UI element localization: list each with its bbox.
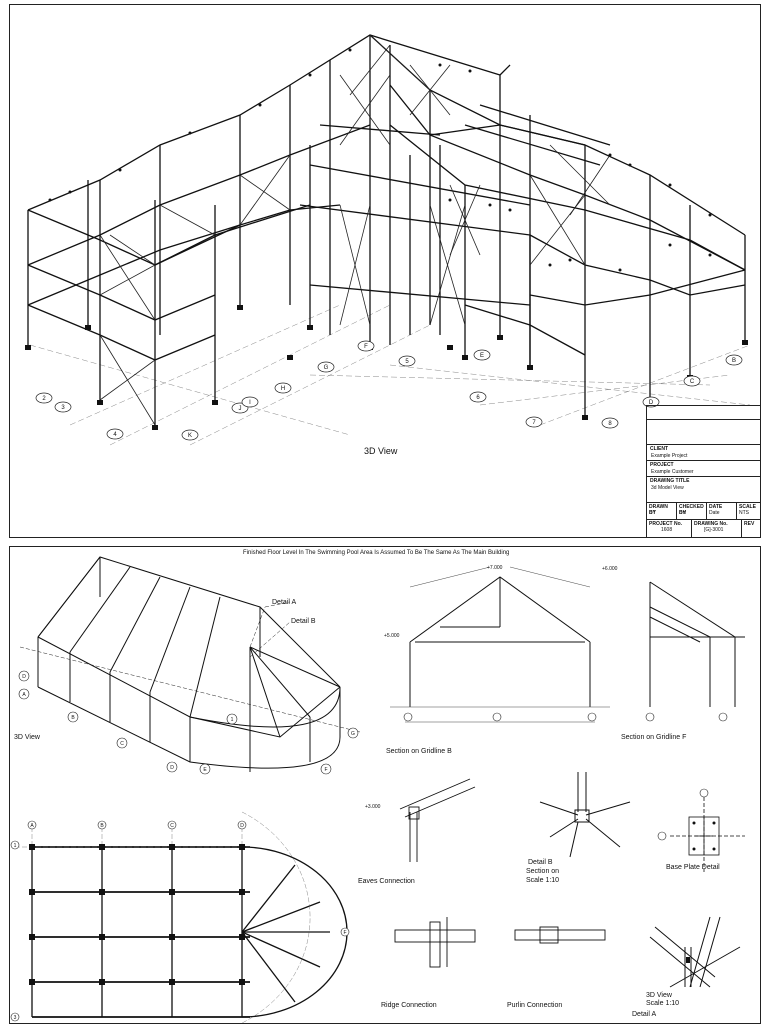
- grid-label: A: [22, 692, 26, 698]
- grid-label: 2: [42, 396, 46, 402]
- steel-frame-3d-drawing: 2 3 4 K J I H G F 5 E 6 7 8 D C B: [25, 34, 751, 446]
- grid-label: 1: [14, 843, 17, 849]
- section-f-title: Section on Gridline F: [621, 734, 687, 741]
- section-b-title: Section on Gridline B: [386, 748, 452, 755]
- grid-label: 1: [231, 717, 234, 723]
- level-marker: +7.000: [487, 565, 503, 571]
- view-3d-detail-scale: Scale 1:10: [646, 1000, 680, 1007]
- grid-label: K: [188, 433, 192, 439]
- grid-label: E: [203, 767, 207, 773]
- grid-label: H: [281, 386, 285, 392]
- sheet-note: Finished Floor Level In The Swimming Poo…: [243, 550, 510, 556]
- grid-bubble-2: [35, 392, 53, 404]
- callout-detail-b: Detail B: [291, 618, 316, 625]
- tb-drawn-by: DT: [649, 510, 656, 516]
- tb-date: Date: [709, 510, 720, 516]
- grid-label: D: [22, 674, 26, 680]
- view-label-3d: 3D View: [364, 446, 398, 456]
- level-marker: +5.000: [384, 633, 400, 639]
- grid-label: 8: [608, 421, 612, 427]
- tb-scale: NTS: [739, 510, 749, 516]
- purlin-connection-title: Purlin Connection: [507, 1002, 563, 1009]
- level-marker: +6.000: [602, 566, 618, 572]
- grid-label: A: [30, 823, 34, 829]
- grid-label: C: [170, 823, 174, 829]
- grid-label: F: [324, 767, 327, 773]
- grid-label: 4: [113, 432, 117, 438]
- grid-label: 6: [476, 395, 480, 401]
- detail-a-title: Detail A: [632, 1011, 657, 1018]
- tb-client-label: CLIENT: [650, 446, 669, 452]
- eaves-connection-title: Eaves Connection: [358, 878, 415, 885]
- tb-checked-by-label: CHECKED BY: [679, 504, 704, 516]
- grid-label: D: [649, 400, 654, 406]
- detail-b-scale: Scale 1:10: [526, 877, 560, 884]
- grid-label: E: [480, 353, 484, 359]
- tb-rev-label: REV: [744, 521, 755, 527]
- pool-roof-detail-drawings: D A B C D E F G 1: [10, 556, 745, 1023]
- tb-title-label: DRAWING TITLE: [650, 478, 690, 484]
- grid-label: B: [100, 823, 104, 829]
- grid-label: I: [249, 400, 251, 406]
- grid-label: D: [240, 823, 244, 829]
- ridge-connection-title: Ridge Connection: [381, 1002, 437, 1009]
- tb-drawn-by-label: DRAWN BY: [649, 504, 668, 516]
- tb-project-no: 1608: [661, 527, 673, 533]
- tb-project-no-label: PROJECT No.: [649, 521, 683, 527]
- callout-detail-a: Detail A: [272, 599, 297, 606]
- tb-project-label: PROJECT: [650, 462, 674, 468]
- drawing-sheet-pool-details: Finished Floor Level In The Swimming Poo…: [9, 546, 761, 1024]
- detail-b-subtitle: Section on: [526, 868, 560, 875]
- grid-label: 3: [61, 405, 65, 411]
- tb-drawing-no: [G]-3001: [704, 527, 724, 533]
- grid-label: D: [170, 765, 174, 771]
- detail-b-title: Detail B: [528, 859, 553, 866]
- view-label-3d: 3D View: [14, 734, 40, 741]
- grid-label: C: [690, 379, 695, 385]
- grid-label: J: [239, 406, 242, 412]
- grid-label: 7: [532, 420, 536, 426]
- tb-project: Example Customer: [651, 469, 694, 475]
- base-plate-title: Base Plate Detail: [666, 864, 720, 871]
- grid-label: G: [351, 731, 355, 737]
- grid-label: F: [343, 930, 346, 936]
- tb-drawing-title: 3d Model View: [651, 485, 684, 491]
- grid-label: C: [120, 741, 124, 747]
- drawing-sheet-3d-model: 2 3 4 K J I H G F 5 E 6 7 8 D C B 3D Vie…: [9, 4, 761, 538]
- tb-checked-by: DH: [679, 510, 687, 516]
- grid-label: B: [732, 358, 736, 364]
- grid-label: 3: [14, 1015, 17, 1021]
- grid-label: B: [71, 715, 75, 721]
- view-3d-detail-title: 3D View: [646, 992, 672, 999]
- level-marker: +3.000: [365, 804, 381, 810]
- grid-label: 5: [405, 359, 409, 365]
- tb-date-label: DATE: [709, 504, 723, 510]
- grid-label: G: [324, 365, 329, 371]
- grid-label: F: [364, 344, 368, 350]
- tb-scale-label: SCALE: [739, 504, 756, 510]
- tb-drawing-no-label: DRAWING No.: [694, 521, 728, 527]
- tb-client: Example Project: [651, 453, 688, 459]
